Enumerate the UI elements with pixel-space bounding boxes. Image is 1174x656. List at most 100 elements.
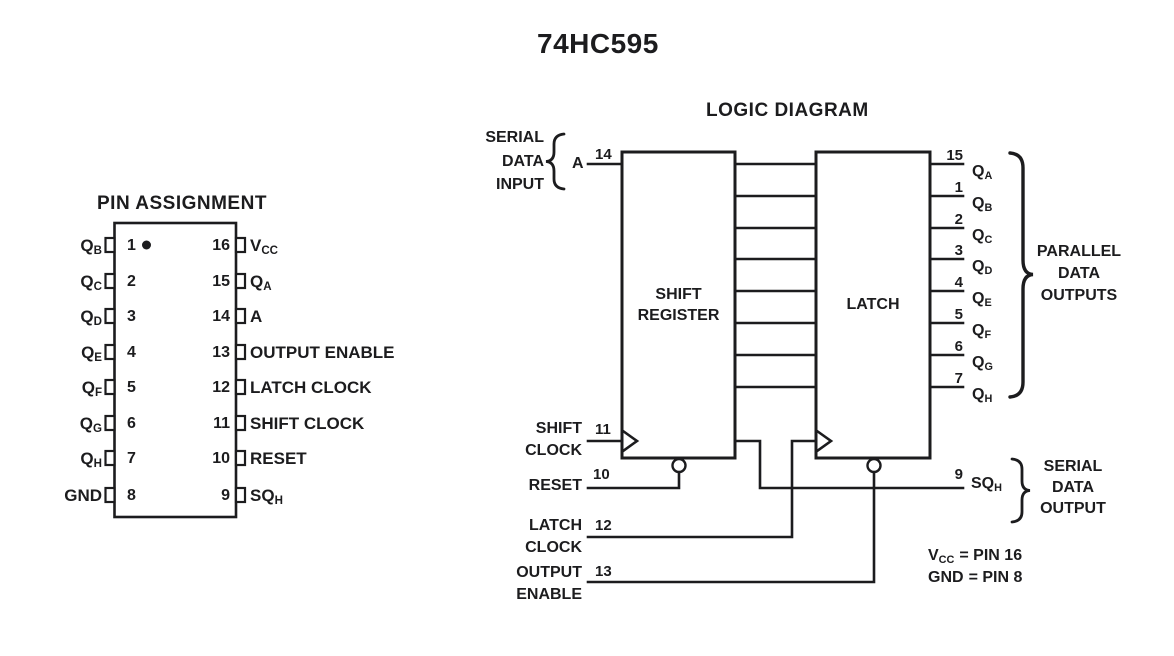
- out-pin-5: 5: [954, 306, 963, 323]
- pin-label-qc: QC: [80, 272, 102, 294]
- label-line: INPUT: [496, 176, 544, 193]
- shift-register-label: SHIFT REGISTER: [622, 284, 735, 326]
- pin-label-gnd: GND: [64, 486, 102, 505]
- pin-number-16: 16: [212, 237, 230, 254]
- wire-reset: [586, 457, 687, 490]
- page-title: 74HC595: [537, 28, 659, 59]
- label-line: LATCH: [528, 517, 582, 534]
- wire-shift-clock: [586, 429, 640, 453]
- dip-pin-squares: [104, 236, 247, 504]
- pin-number-13: 13: [212, 344, 230, 361]
- pin11-number: 11: [595, 421, 611, 438]
- wire-serial-output: [733, 439, 965, 490]
- pin13-number: 13: [595, 563, 612, 580]
- pin-number-4: 4: [127, 344, 136, 361]
- label-line: SERIAL: [485, 129, 544, 146]
- reset-label: RESET: [528, 477, 582, 494]
- out-pin-4: 4: [954, 274, 963, 291]
- label-line: OUTPUT: [516, 564, 582, 581]
- pin-number-8: 8: [127, 487, 136, 504]
- wire-output-enable: [586, 457, 882, 584]
- logic-diagram-heading: LOGIC DIAGRAM: [706, 100, 869, 121]
- label-line: SHIFT: [535, 420, 582, 437]
- pin-number-14: 14: [212, 308, 230, 325]
- out-label-qa: QA: [972, 163, 993, 183]
- shift-clock-label: SHIFT CLOCK: [470, 418, 582, 461]
- pin-number-5: 5: [127, 379, 136, 396]
- pin-label-latch-clock: LATCH CLOCK: [250, 378, 372, 397]
- label-line: DATA: [501, 152, 544, 170]
- pin-label-shift-clock: SHIFT CLOCK: [250, 414, 365, 433]
- parallel-outputs-brace: [1008, 151, 1034, 399]
- vcc-note: VCC= PIN 16: [928, 547, 1023, 567]
- parallel-data-outputs-label: PARALLEL DATA OUTPUTS: [1032, 241, 1126, 307]
- latch-clock-label: LATCH CLOCK: [470, 515, 582, 558]
- pin-label-qh: QH: [80, 449, 102, 471]
- pin-label-a: A: [250, 307, 263, 326]
- label-line: SHIFT: [655, 286, 702, 303]
- label-line: REGISTER: [637, 307, 720, 324]
- pin-number-11: 11: [213, 415, 230, 432]
- pin-label-qg: QG: [79, 414, 102, 436]
- pin-number-9: 9: [221, 487, 230, 504]
- out-label-qd: QD: [972, 258, 993, 278]
- gnd-note: GND= PIN 8: [928, 569, 1023, 586]
- out-label-qg: QG: [972, 354, 993, 374]
- serial-data-input-label: SERIAL DATA INPUT: [452, 126, 544, 197]
- serial-data-output-label: SERIAL DATA OUTPUT: [1028, 456, 1118, 519]
- pin-number-15: 15: [212, 273, 230, 290]
- out-pin-3: 3: [954, 242, 963, 259]
- serial-output-brace: [1010, 457, 1031, 524]
- out-label-qc: QC: [972, 227, 993, 247]
- out-label-qb: QB: [972, 195, 993, 215]
- pin10-number: 10: [593, 466, 610, 483]
- pin-number-3: 3: [127, 308, 136, 325]
- pin-label-qf: QF: [81, 378, 102, 400]
- latch-label: LATCH: [846, 296, 900, 313]
- out-label-qe: QE: [972, 290, 992, 310]
- serial-input-brace: [545, 132, 566, 191]
- pin-assignment-heading: PIN ASSIGNMENT: [97, 193, 267, 214]
- pin-number-2: 2: [127, 273, 136, 290]
- out-label-qh: QH: [972, 386, 993, 406]
- out-pin-1: 1: [954, 179, 963, 196]
- wire-latch-clock: [586, 429, 834, 539]
- label-line: DATA: [1057, 265, 1101, 282]
- wires-internal-bus: [733, 162, 818, 389]
- label-line: SERIAL: [1043, 458, 1103, 475]
- pin9-number: 9: [954, 466, 963, 483]
- label-line: DATA: [1051, 479, 1095, 496]
- pin-label-qe: QE: [81, 343, 102, 365]
- sqh-output-label: SQH: [971, 475, 1002, 495]
- dip-package-body: [113, 221, 238, 519]
- output-enable-label: OUTPUT ENABLE: [470, 562, 582, 605]
- pin-number-1: 1: [127, 237, 136, 254]
- wires-parallel-outputs: [928, 162, 965, 389]
- pin-label-reset: RESET: [250, 449, 307, 468]
- pin-label-qb: QB: [80, 236, 102, 258]
- label-line: CLOCK: [525, 538, 582, 556]
- pin-number-6: 6: [127, 415, 136, 432]
- pin-label-output-enable: OUTPUT ENABLE: [250, 343, 395, 362]
- out-pin-7: 7: [954, 370, 963, 387]
- pin-number-10: 10: [212, 450, 230, 467]
- pin-label-sqh: SQH: [250, 486, 283, 508]
- signal-a-label: A: [572, 155, 584, 172]
- out-label-qf: QF: [972, 322, 992, 342]
- pin-label-qa: QA: [250, 272, 272, 294]
- pin12-number: 12: [595, 517, 612, 534]
- out-pin-2: 2: [954, 211, 963, 228]
- pin-number-12: 12: [212, 379, 230, 396]
- pin-number-7: 7: [127, 450, 136, 467]
- label-line: ENABLE: [516, 585, 582, 603]
- pin-label-vcc: VCC: [250, 236, 279, 258]
- label-line: PARALLEL: [1036, 243, 1122, 260]
- label-line: CLOCK: [525, 441, 582, 459]
- out-pin-6: 6: [954, 338, 963, 355]
- pin-label-qd: QD: [80, 307, 102, 329]
- label-line: OUTPUT: [1040, 500, 1106, 517]
- out-pin-15: 15: [946, 147, 963, 164]
- label-line: OUTPUTS: [1040, 287, 1118, 304]
